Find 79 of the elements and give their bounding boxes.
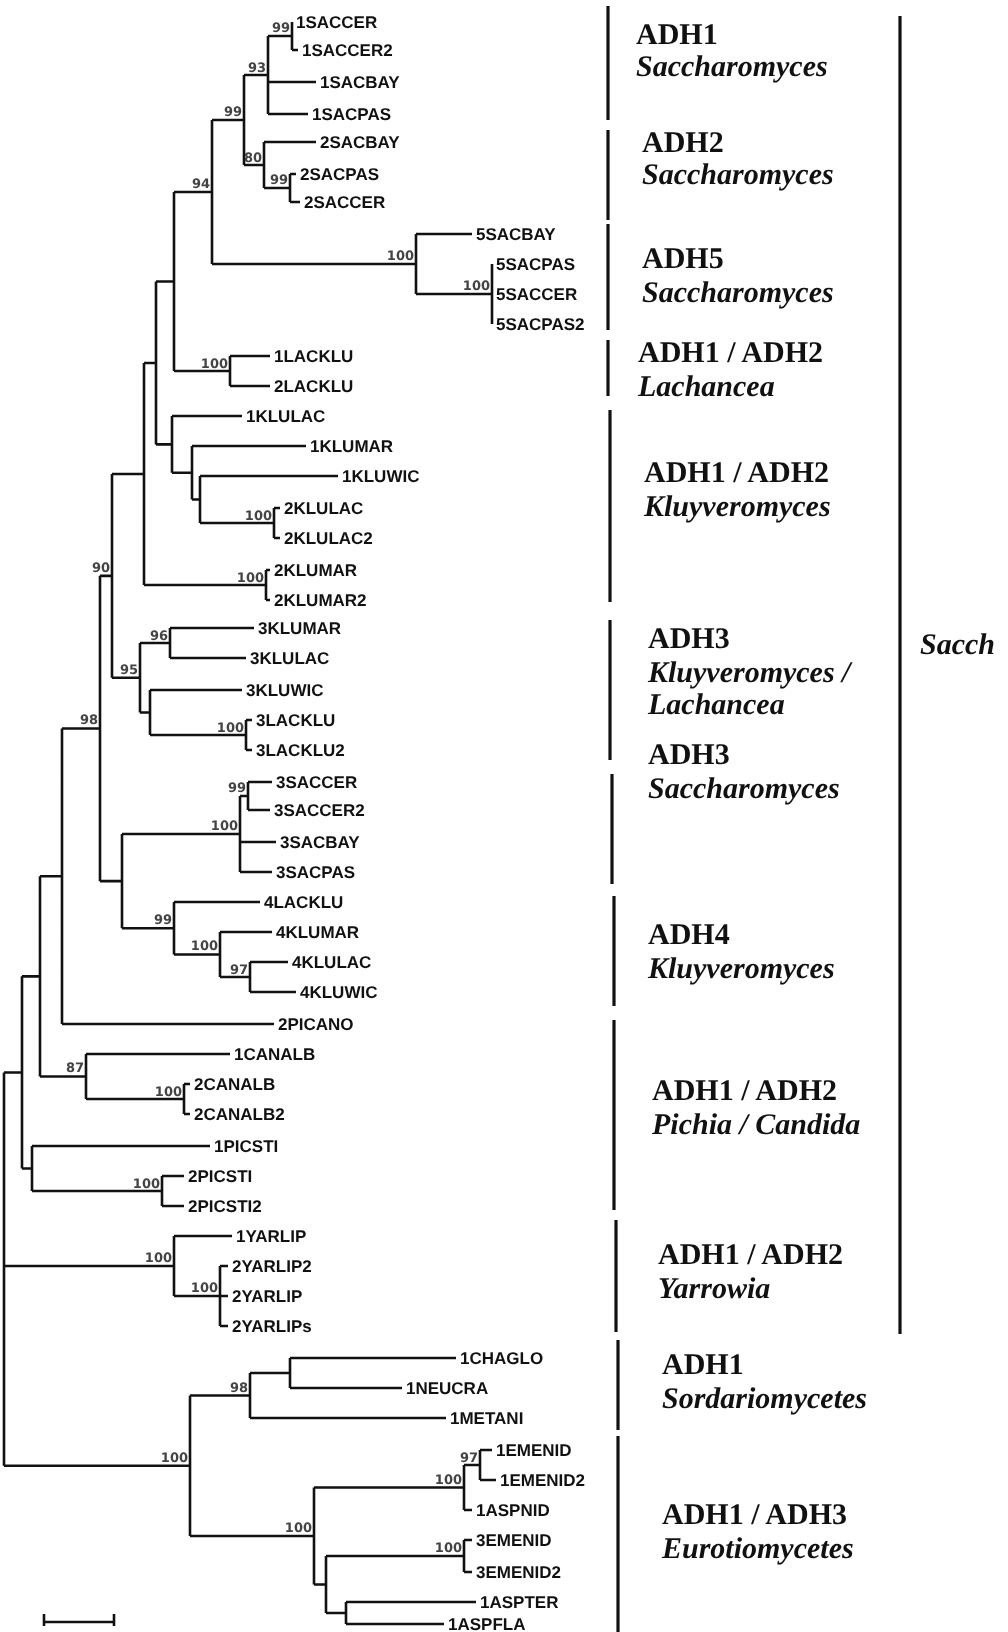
taxon-label: 1CHAGLO — [460, 1346, 544, 1370]
class-label: Sacch — [920, 630, 995, 662]
taxon-label: 1NEUCRA — [406, 1376, 489, 1400]
taxon-label: 2CANALB2 — [194, 1102, 285, 1126]
clade-name: ADH2 — [642, 128, 724, 160]
taxon-label: 2KLULAC — [284, 496, 364, 520]
clade-name: ADH1 / ADH2 — [638, 338, 824, 370]
taxon-label: 3SACCER2 — [274, 798, 365, 822]
taxon-label: 2KLUMAR — [274, 558, 358, 582]
taxon-group-name: Saccharomyces — [648, 774, 840, 806]
taxon-label: 2YARLIP — [232, 1284, 303, 1308]
taxon-label: 5SACBAY — [476, 222, 556, 246]
taxon-label: 3SACPAS — [276, 860, 356, 884]
taxon-label: 2SACCER — [304, 190, 386, 214]
taxon-group-name: Sordariomycetes — [662, 1384, 867, 1416]
taxon-label: 1SACBAY — [320, 70, 400, 94]
taxon-label: 4KLULAC — [292, 950, 372, 974]
taxon-label: 2YARLIPs — [232, 1314, 312, 1338]
taxon-label: 4KLUMAR — [276, 920, 360, 944]
taxon-label: 1CANALB — [234, 1042, 316, 1066]
taxon-label: 4KLUWIC — [300, 980, 378, 1004]
taxon-label: 5SACPAS2 — [496, 312, 585, 336]
taxon-label: 2LACKLU — [274, 374, 354, 398]
taxon-label: 2CANALB — [194, 1072, 276, 1096]
taxon-label: 1SACCER — [296, 10, 378, 34]
clade-name: ADH1 / ADH2 — [658, 1240, 844, 1272]
taxon-group-name: Eurotiomycetes — [662, 1534, 854, 1566]
clade-name: ADH3 — [648, 624, 730, 656]
taxon-group-name: Kluyveromyces — [648, 954, 835, 986]
taxon-label: 3LACKLU2 — [256, 738, 345, 762]
clade-name: ADH1 — [636, 20, 718, 52]
taxon-group-name: Lachancea — [638, 372, 775, 404]
taxon-label: 4LACKLU — [264, 890, 344, 914]
taxon-label: 1EMENID2 — [500, 1468, 586, 1492]
taxon-label: 2SACBAY — [320, 130, 400, 154]
clade-name: ADH3 — [648, 740, 730, 772]
taxon-label: 1ASPTER — [480, 1590, 559, 1614]
taxon-label: 2KLUMAR2 — [274, 588, 367, 612]
taxon-label: 2SACPAS — [300, 162, 380, 186]
taxon-label: 2PICANO — [278, 1012, 354, 1036]
taxon-group-name: Saccharomyces — [642, 278, 834, 310]
taxon-label: 1PICSTI — [214, 1134, 279, 1158]
clade-name: ADH1 / ADH2 — [644, 458, 830, 490]
taxon-label: 2YARLIP2 — [232, 1254, 312, 1278]
taxon-label: 2PICSTI2 — [188, 1194, 262, 1218]
taxon-label: 1ASPNID — [476, 1498, 550, 1522]
taxon-group-name: Kluyveromyces / Lachancea — [648, 658, 855, 722]
taxon-label: 3SACBAY — [280, 830, 360, 854]
taxon-label: 3LACKLU — [256, 708, 336, 732]
taxon-label: 1KLUMAR — [310, 434, 394, 458]
taxon-label: 1SACCER2 — [302, 38, 393, 62]
taxon-label: 5SACCER — [496, 282, 578, 306]
taxon-label: 1LACKLU — [274, 344, 354, 368]
taxon-label: 3KLUWIC — [246, 678, 324, 702]
taxon-label: 3EMENID2 — [476, 1560, 562, 1584]
taxon-label: 1SACPAS — [312, 102, 392, 126]
taxon-group-name: Saccharomyces — [636, 52, 828, 84]
taxon-label: 3EMENID — [476, 1528, 552, 1552]
taxon-label: 5SACPAS — [496, 252, 576, 276]
clade-name: ADH1 / ADH3 — [662, 1500, 848, 1532]
taxon-group-name: Saccharomyces — [642, 160, 834, 192]
taxon-label: 1EMENID — [496, 1438, 572, 1462]
clade-name: ADH4 — [648, 920, 730, 952]
taxon-label: 1ASPFLA — [448, 1612, 526, 1632]
taxon-label: 3KLULAC — [250, 646, 330, 670]
taxon-label: 3SACCER — [276, 770, 358, 794]
taxon-group-name: Pichia / Candida — [652, 1110, 861, 1142]
taxon-label: 2PICSTI — [188, 1164, 253, 1188]
taxon-label: 1METANI — [450, 1406, 524, 1430]
taxon-group-name: Kluyveromyces — [644, 492, 831, 524]
clade-name: ADH5 — [642, 244, 724, 276]
taxon-label: 1KLUWIC — [342, 464, 420, 488]
clade-name: ADH1 — [662, 1350, 744, 1382]
taxon-label: 2KLULAC2 — [284, 526, 373, 550]
taxon-group-name: Yarrowia — [658, 1274, 771, 1306]
taxon-label: 1KLULAC — [246, 404, 326, 428]
taxon-label: 1YARLIP — [236, 1224, 307, 1248]
taxon-label: 3KLUMAR — [258, 616, 342, 640]
clade-name: ADH1 / ADH2 — [652, 1076, 838, 1108]
